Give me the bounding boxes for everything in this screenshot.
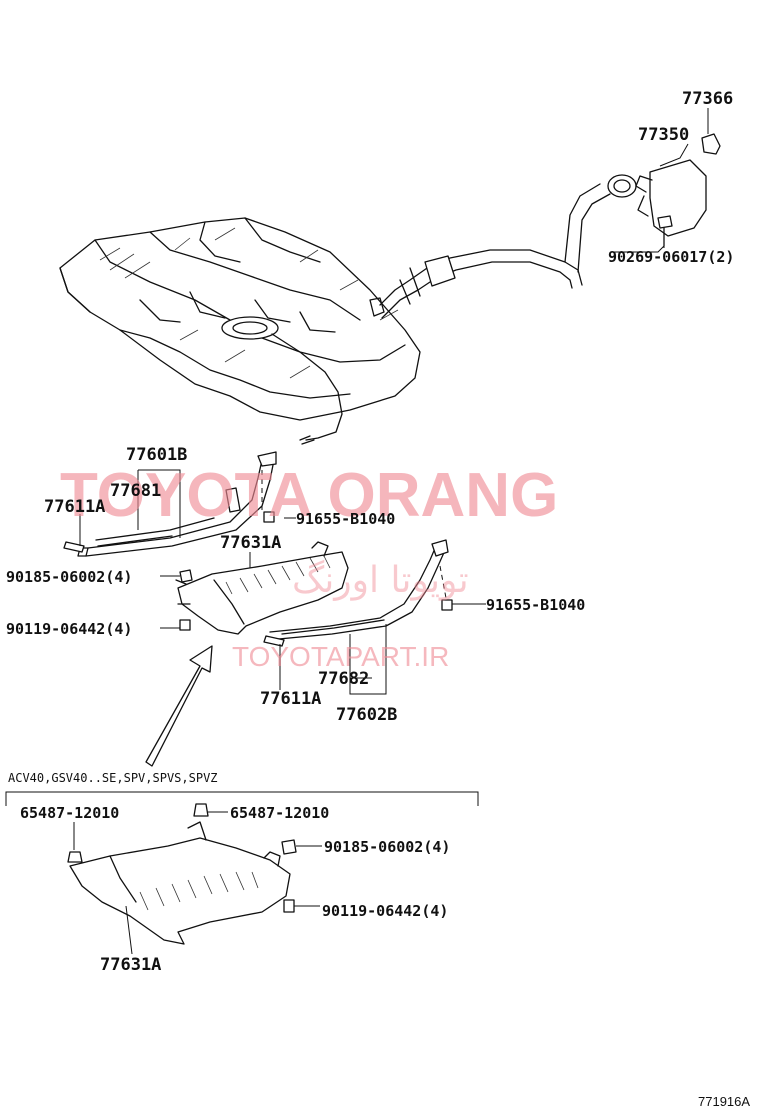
band-cushion-77682 [281, 619, 385, 635]
grommet-left [67, 851, 83, 863]
label-65487-left: 65487-12010 [20, 804, 119, 822]
label-77681: 77681 [110, 481, 161, 501]
label-77602b: 77602B [336, 705, 397, 725]
label-77350: 77350 [638, 125, 689, 145]
label-77631a-bottom: 77631A [100, 955, 161, 975]
leader-lines [73, 108, 709, 955]
band-pad-left [63, 541, 85, 553]
band-bolt-right [439, 565, 453, 611]
label-90119-top: 90119-06442(4) [6, 620, 132, 638]
fuel-tank [59, 217, 421, 445]
fuel-tank-band-rear [267, 539, 449, 641]
fuel-tank-band-front [77, 451, 277, 557]
label-77611a-top: 77611A [44, 497, 105, 517]
label-77366: 77366 [682, 89, 733, 109]
fuel-tank-protector-upper [175, 541, 349, 635]
watermark-main: TOYOTA ORANG [60, 461, 558, 530]
door-lock-clip [701, 133, 721, 155]
label-90185-top: 90185-06002(4) [6, 568, 132, 586]
label-91655-right: 91655-B1040 [486, 596, 585, 614]
part-labels: 77366 77350 90269-06017(2) 77601B 77681 … [6, 89, 750, 1109]
fuel-filler-pipe [369, 174, 637, 319]
fuel-tank-protector-lower [69, 821, 291, 945]
watermark: TOYOTA ORANG تویوتا اورنگ TOYOTAPART.IR [60, 461, 558, 672]
band-cushion-77681 [95, 517, 215, 547]
watermark-persian: تویوتا اورنگ [292, 559, 469, 601]
label-77682: 77682 [318, 669, 369, 689]
variant-bracket [5, 791, 479, 806]
protector-nut-top [179, 569, 193, 583]
door-bolt [657, 215, 673, 247]
figure-reference: 771916A [698, 1094, 750, 1109]
condition-label: ACV40,GSV40..SE,SPV,SPVS,SPVZ [8, 771, 218, 785]
label-90185-bottom: 90185-06002(4) [324, 838, 450, 856]
label-77611a-bottom: 77611A [260, 689, 321, 709]
band-pad-bottom [263, 635, 285, 647]
protector-bolt-top [179, 619, 191, 631]
label-77631a-top: 77631A [220, 533, 281, 553]
label-65487-right: 65487-12010 [230, 804, 329, 822]
band-bolt-top [261, 470, 275, 523]
protector-bolt-bottom [283, 899, 295, 913]
view-arrow [145, 645, 213, 767]
label-90269: 90269-06017(2) [608, 248, 734, 266]
label-90119-bottom: 90119-06442(4) [322, 902, 448, 920]
grommet-right [193, 803, 209, 817]
label-77601b: 77601B [126, 445, 187, 465]
label-91655-top: 91655-B1040 [296, 510, 395, 528]
protector-nut-bottom [281, 839, 297, 855]
watermark-site: TOYOTAPART.IR [232, 641, 449, 672]
